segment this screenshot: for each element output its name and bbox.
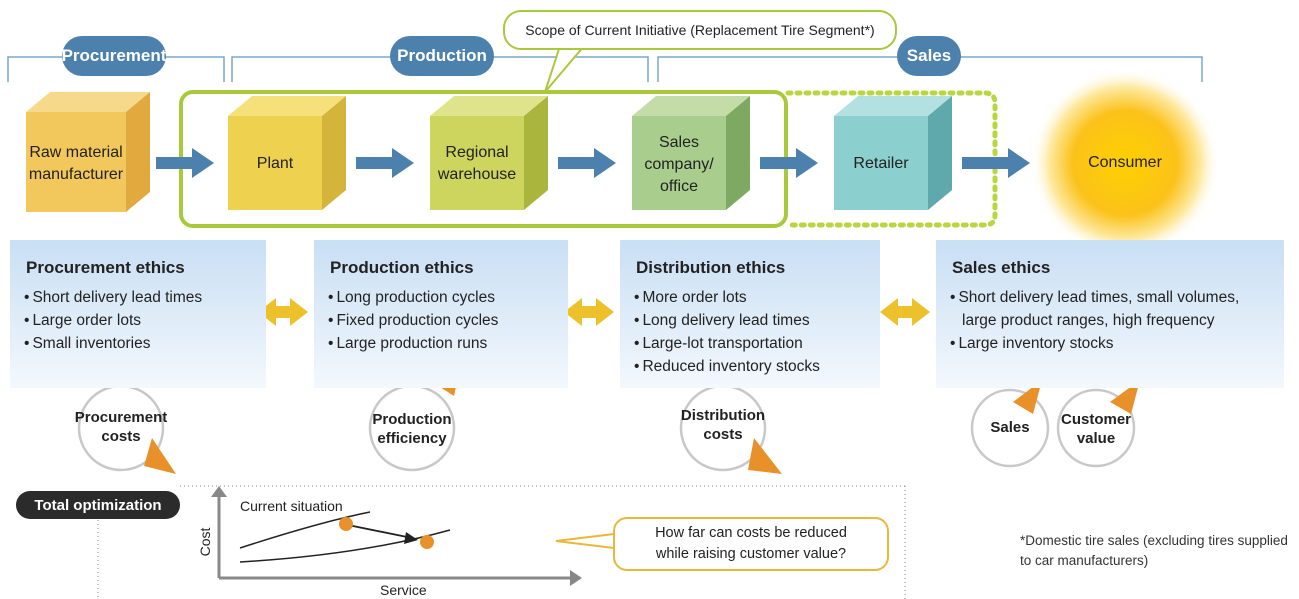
distribution-costs-label: Distribution costs: [658, 406, 788, 444]
list-item: Large-lot transportation: [634, 332, 820, 355]
label-line: Production: [372, 411, 452, 428]
sales-company-label: Sales company/ office: [644, 134, 714, 195]
label-line: Customer: [1060, 411, 1131, 428]
list-item: Long production cycles: [328, 286, 498, 309]
list-item: Small inventories: [24, 332, 202, 355]
label-line: value: [1076, 430, 1116, 447]
double-arrows: [258, 298, 930, 326]
customer-value-label: Customer value: [1052, 410, 1140, 448]
label-line: costs: [703, 426, 743, 443]
raw-material-label: Raw material manufacturer: [28, 144, 124, 183]
list-item: More order lots: [634, 286, 820, 309]
label-line: Sales: [990, 419, 1030, 436]
label-line: costs: [101, 428, 141, 445]
phase-procurement: Procurement: [62, 36, 166, 76]
panel-title: Procurement ethics: [26, 258, 185, 277]
scope-callout: Scope of Current Initiative (Replacement…: [503, 10, 897, 50]
list-item: Large inventory stocks: [950, 332, 1239, 355]
phase-production: Production: [390, 36, 494, 76]
list-item: Large order lots: [24, 309, 202, 332]
sales-ethics-panel: Sales ethics Short delivery lead times, …: [936, 240, 1284, 388]
procurement-ethics-panel: Procurement ethics Short delivery lead t…: [10, 240, 266, 388]
panel-title: Production ethics: [330, 258, 474, 277]
question-callout: How far can costs be reduced while raisi…: [613, 517, 889, 571]
label-line: efficiency: [377, 430, 447, 447]
plant-label: Plant: [256, 155, 294, 172]
scope-callout-tail: [544, 45, 587, 93]
cube-warehouse: [430, 96, 548, 210]
list-item: Short delivery lead times: [24, 286, 202, 309]
list-item-continuation: large product ranges, high frequency: [962, 312, 1215, 329]
list-item: Fixed production cycles: [328, 309, 498, 332]
total-optimization-tag: Total optimization: [16, 491, 180, 519]
phase-brackets: [7, 56, 1203, 82]
panel-title: Sales ethics: [952, 258, 1051, 277]
production-efficiency-label: Production efficiency: [347, 410, 477, 448]
list-item: Large production runs: [328, 332, 498, 355]
consumer-label: Consumer: [1088, 154, 1162, 171]
consumer-sun: [1030, 68, 1220, 258]
list-item: Reduced inventory stocks: [634, 355, 819, 378]
list-item: Short delivery lead times, small volumes…: [950, 286, 1239, 309]
warehouse-label: Regional warehouse: [437, 144, 517, 183]
cube-retailer: [834, 96, 952, 210]
cube-raw-material: [26, 92, 150, 212]
production-ethics-panel: Production ethics Long production cycles…: [314, 240, 568, 388]
current-situation-label: Current situation: [240, 498, 343, 514]
list-item: Long delivery lead times: [634, 309, 820, 332]
procurement-costs-label: Procurement costs: [56, 408, 186, 446]
x-axis-label: Service: [380, 582, 427, 598]
sales-label: Sales: [972, 418, 1048, 437]
optimization-frame: [97, 485, 906, 599]
cost-service-chart: [211, 486, 582, 586]
cube-plant: [228, 96, 346, 210]
distribution-ethics-panel: Distribution ethics More order lots Long…: [620, 240, 880, 388]
panel-title: Distribution ethics: [636, 258, 786, 277]
retailer-label: Retailer: [853, 155, 909, 172]
footnote: *Domestic tire sales (excluding tires su…: [1020, 533, 1288, 568]
phase-sales: Sales: [897, 36, 961, 76]
flow-arrows: [156, 148, 1030, 178]
cube-sales-company: [632, 96, 750, 210]
question-text: How far can costs be reduced while raisi…: [655, 525, 847, 562]
y-axis-label: Cost: [197, 527, 213, 557]
label-line: Distribution: [680, 407, 766, 424]
label-line: Procurement: [74, 409, 168, 426]
